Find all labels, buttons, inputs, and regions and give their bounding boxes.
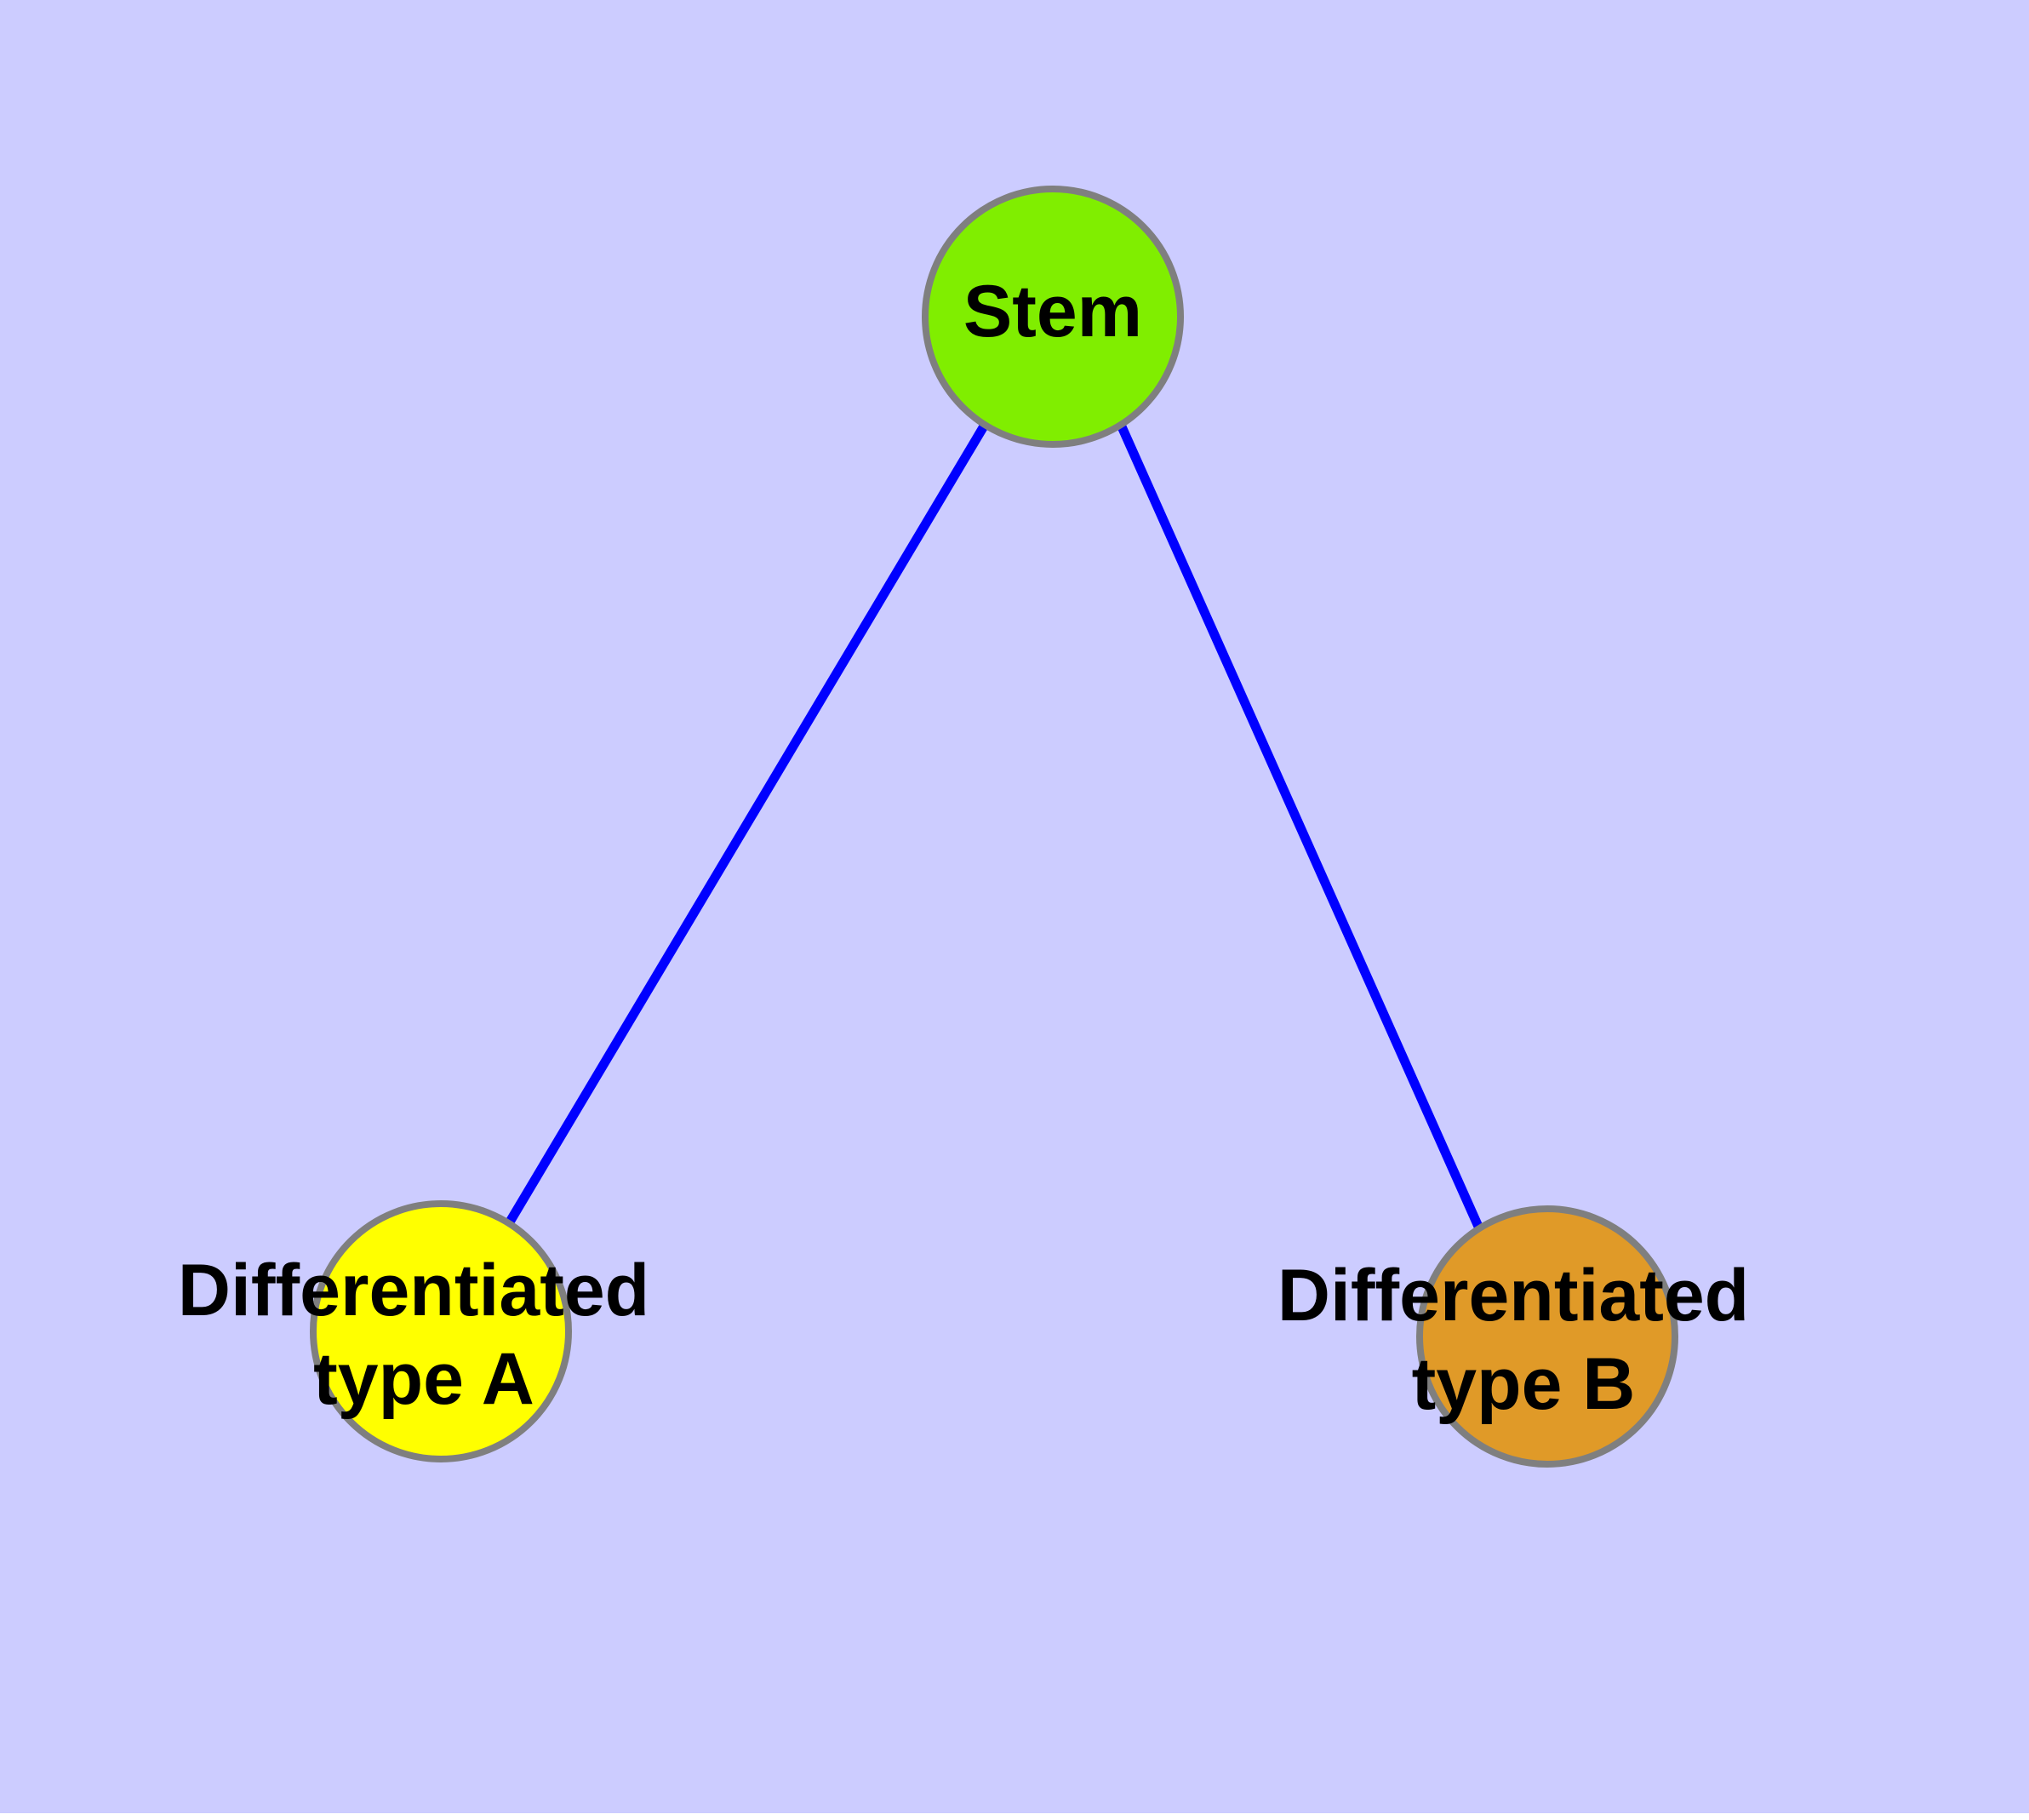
- edge-stem-to-differentiated-type-b[interactable]: [1116, 422, 1484, 1231]
- node-differentiated-type-a-label: Differentiated type A: [178, 1250, 670, 1420]
- node-differentiated-type-b-label: Differentiated type B: [1277, 1255, 1769, 1425]
- node-differentiated-type-a[interactable]: Differentiated type A: [178, 1200, 670, 1462]
- node-differentiated-type-b[interactable]: Differentiated type B: [1277, 1205, 1769, 1468]
- node-stem-label: Stem: [963, 271, 1142, 352]
- node-differentiated-type-b-circle[interactable]: [1416, 1205, 1678, 1468]
- node-stem-circle[interactable]: [922, 186, 1184, 448]
- node-differentiated-type-a-circle[interactable]: [310, 1200, 572, 1462]
- edge-layer: [505, 422, 1484, 1231]
- node-stem[interactable]: Stem: [922, 186, 1184, 448]
- edge-stem-to-differentiated-type-a[interactable]: [505, 422, 989, 1226]
- node-layer: Stem Differentiated type A Differentiate…: [178, 186, 1769, 1468]
